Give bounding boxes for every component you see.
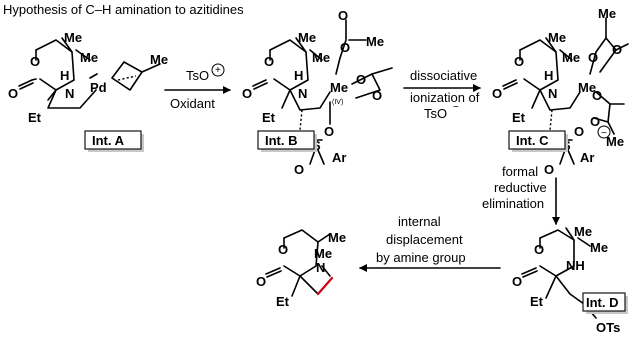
arrow-step-4: internal displacement by amine group	[359, 214, 501, 272]
atom-et: Et	[276, 294, 290, 309]
atom-h: H	[294, 68, 303, 83]
atom-o: O	[278, 242, 288, 257]
label-int-b: Int. B	[265, 133, 298, 148]
condition-ionization: ionization of	[410, 90, 480, 105]
arrow-step-1: TsO + Oxidant	[164, 63, 231, 111]
atom-et: Et	[28, 110, 42, 125]
minus-charge: −	[601, 128, 607, 139]
atom-o: O	[340, 40, 350, 55]
atom-n: N	[65, 86, 74, 101]
atom-nh: NH	[566, 258, 585, 273]
atom-et: Et	[530, 294, 544, 309]
label-int-d: Int. D	[586, 295, 619, 310]
intermediate-d: O O Me Me NH Et OTs Int. D	[512, 224, 628, 335]
oxidation-state: (IV)	[332, 99, 343, 106]
atom-h: H	[544, 68, 553, 83]
atom-o: O	[338, 8, 348, 23]
atom-o: O	[264, 54, 274, 69]
condition-reductive: reductive	[494, 180, 547, 195]
atom-ar: Ar	[332, 150, 346, 165]
atom-me: Me	[314, 246, 332, 261]
atom-me: Me	[312, 50, 330, 65]
atom-h: H	[60, 68, 69, 83]
atom-et: Et	[262, 110, 276, 125]
atom-me: Me	[578, 80, 596, 95]
atom-o: O	[372, 88, 382, 103]
atom-o: O	[592, 88, 602, 103]
condition-tso-anion: TsO	[424, 106, 447, 121]
condition-oxidant: Oxidant	[170, 96, 215, 111]
minus-charge: −	[453, 102, 459, 113]
atom-o: O	[590, 114, 600, 129]
atom-o: O	[534, 242, 544, 257]
atom-me: Me	[80, 50, 98, 65]
intermediate-b: O O Me Me H N Me (IV) O O Me O O O O S O…	[242, 8, 393, 177]
atom-me: Me	[64, 30, 82, 45]
atom-me: Me	[548, 30, 566, 45]
atom-ots: OTs	[596, 320, 620, 335]
atom-n: N	[316, 260, 325, 275]
atom-me: Me	[606, 134, 624, 149]
atom-pd: Pd	[90, 80, 107, 95]
atom-o: O	[612, 42, 622, 57]
arrow-step-3: formal reductive elimination	[482, 164, 560, 225]
condition-internal: internal	[398, 214, 441, 229]
intermediate-c: O O Me Me H N Me O O Me O O − Me O O S O…	[492, 6, 629, 177]
atom-o: O	[574, 124, 584, 139]
atom-o: O	[242, 86, 252, 101]
atom-o: O	[544, 162, 554, 177]
atom-o: O	[492, 86, 502, 101]
atom-me: Me	[150, 52, 168, 67]
atom-o: O	[512, 274, 522, 289]
label-int-c: Int. C	[516, 133, 549, 148]
condition-amine-group: by amine group	[376, 250, 466, 265]
condition-dissociative: dissociative	[410, 68, 477, 83]
atom-o: O	[324, 124, 334, 139]
atom-me: Me	[590, 240, 608, 255]
atom-o: O	[294, 162, 304, 177]
arrow-step-2: dissociative ionization of TsO −	[403, 68, 481, 121]
plus-charge: +	[215, 65, 221, 76]
atom-me: Me	[298, 30, 316, 45]
condition-elimination: elimination	[482, 196, 544, 211]
label-int-a: Int. A	[92, 133, 125, 148]
atom-n: N	[548, 86, 557, 101]
condition-displacement: displacement	[386, 232, 463, 247]
atom-o: O	[8, 86, 18, 101]
azetidine-product: O O Me Me N Et	[256, 229, 346, 309]
condition-formal: formal	[502, 164, 538, 179]
atom-me: Me	[328, 230, 346, 245]
atom-n: N	[298, 86, 307, 101]
atom-o: O	[30, 54, 40, 69]
scheme-title: Hypothesis of C–H amination to azitidine…	[3, 2, 244, 17]
atom-me: Me	[574, 224, 592, 239]
atom-ar: Ar	[580, 150, 594, 165]
atom-o: O	[356, 72, 366, 87]
atom-me: Me	[562, 50, 580, 65]
atom-me: Me	[598, 6, 616, 21]
atom-et: Et	[512, 110, 526, 125]
condition-tso: TsO	[186, 68, 209, 83]
atom-o: O	[256, 274, 266, 289]
atom-o: O	[588, 50, 598, 65]
atom-me: Me	[330, 80, 348, 95]
atom-me: Me	[366, 34, 384, 49]
atom-o: O	[514, 54, 524, 69]
intermediate-a: O O Me Me H N Pd Me Et Int. A	[8, 30, 168, 152]
